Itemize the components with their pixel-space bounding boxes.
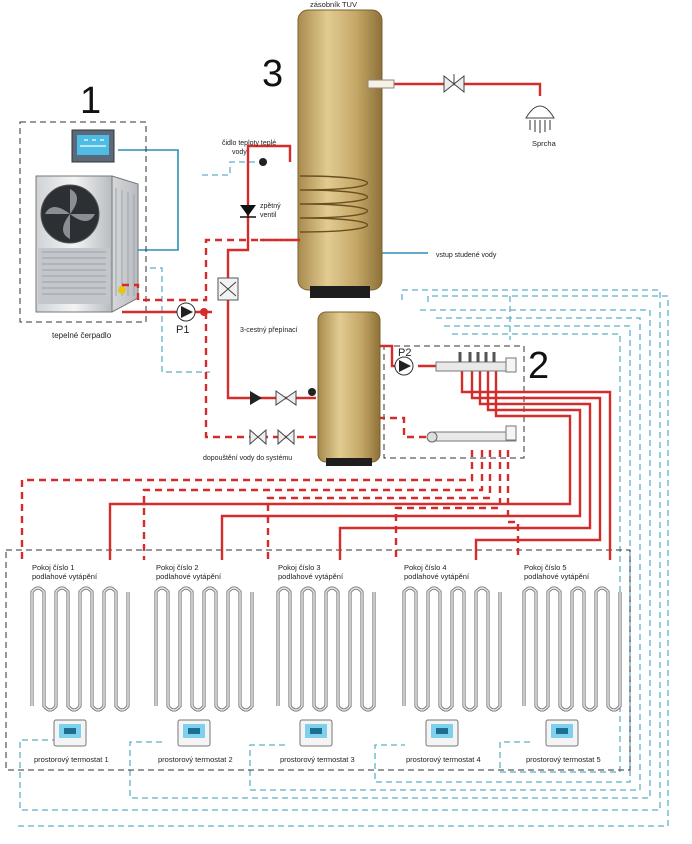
heat-pump-frame [19, 121, 147, 323]
floor-heating-coil-highlight [31, 587, 129, 711]
label-number-2: 2 [528, 345, 549, 387]
floor-heating-coil-highlight [155, 587, 253, 711]
temp-sensor-label-line1: čidlo teploty teplé [222, 140, 276, 147]
room-subtitle: podlahové vytápění [404, 572, 470, 581]
check-valve-icon [240, 205, 256, 218]
three-way-valve-icon [217, 277, 239, 301]
room-subtitle: podlahové vytápění [32, 572, 98, 581]
buffer-tank [317, 311, 381, 466]
three-way-valve-label: 3-cestný přepínací [240, 327, 298, 334]
room-title: Pokoj číslo 3 [278, 563, 321, 572]
check-valve-label-line1: zpětný [260, 203, 281, 210]
label-number-3: 3 [262, 53, 283, 95]
supply-valves-icon [250, 390, 297, 406]
check-valve-label-line2: ventil [260, 212, 277, 219]
floor-heating-coil-highlight [277, 587, 375, 711]
thermostat-label: prostorový termostat 4 [406, 755, 481, 764]
thermostat-label: prostorový termostat 3 [280, 755, 355, 764]
room-title: Pokoj číslo 4 [404, 563, 447, 572]
thermostat-icon [53, 719, 87, 747]
temperature-sensor-icon [259, 158, 267, 166]
room-title: Pokoj číslo 1 [32, 563, 75, 572]
supply-pipes [20, 82, 612, 560]
label-number-1: 1 [80, 80, 101, 122]
manifold-frame [383, 345, 525, 459]
thermostat-icon [425, 719, 459, 747]
heat-pump [35, 129, 139, 313]
buffer-sensor-icon [308, 388, 316, 396]
room-subtitle: podlahové vytápění [278, 572, 344, 581]
tuv-tank [260, 9, 395, 298]
pump-p2-label: P2 [398, 347, 411, 359]
floor-heating-coil-highlight [523, 587, 621, 711]
thermostat-label: prostorový termostat 5 [526, 755, 601, 764]
room-title: Pokoj číslo 2 [156, 563, 199, 572]
room-subtitle: podlahové vytápění [524, 572, 590, 581]
pump-p1-icon [176, 302, 208, 322]
thermostat-label: prostorový termostat 2 [158, 755, 233, 764]
supply-manifold [435, 352, 517, 373]
floor-heating-coil-highlight [403, 587, 501, 711]
pump-p2-icon [394, 356, 414, 376]
thermostat-label: prostorový termostat 1 [34, 755, 109, 764]
refill-label: dopouštění vody do systému [203, 455, 292, 462]
thermostat-icon [299, 719, 333, 747]
room-subtitle: podlahové vytápění [156, 572, 222, 581]
rooms-frame [5, 549, 631, 771]
room-title: Pokoj číslo 5 [524, 563, 567, 572]
thermostat-icon [177, 719, 211, 747]
shower-label: Sprcha [532, 139, 557, 148]
temp-sensor-label-line2: vody [232, 149, 247, 156]
thermostat-icon [545, 719, 579, 747]
signal-wiring [14, 149, 669, 827]
pump-p1-label: P1 [176, 324, 189, 336]
shower-icon [525, 105, 555, 133]
shower-valve-icon [443, 74, 465, 94]
tuv-tank-label: zásobník TUV [310, 0, 357, 9]
cold-water-label: vstup studené vody [436, 252, 497, 259]
refill-valves-icon [249, 428, 295, 446]
return-manifold [426, 425, 517, 443]
heat-pump-label: tepelné čerpadlo [52, 331, 112, 340]
